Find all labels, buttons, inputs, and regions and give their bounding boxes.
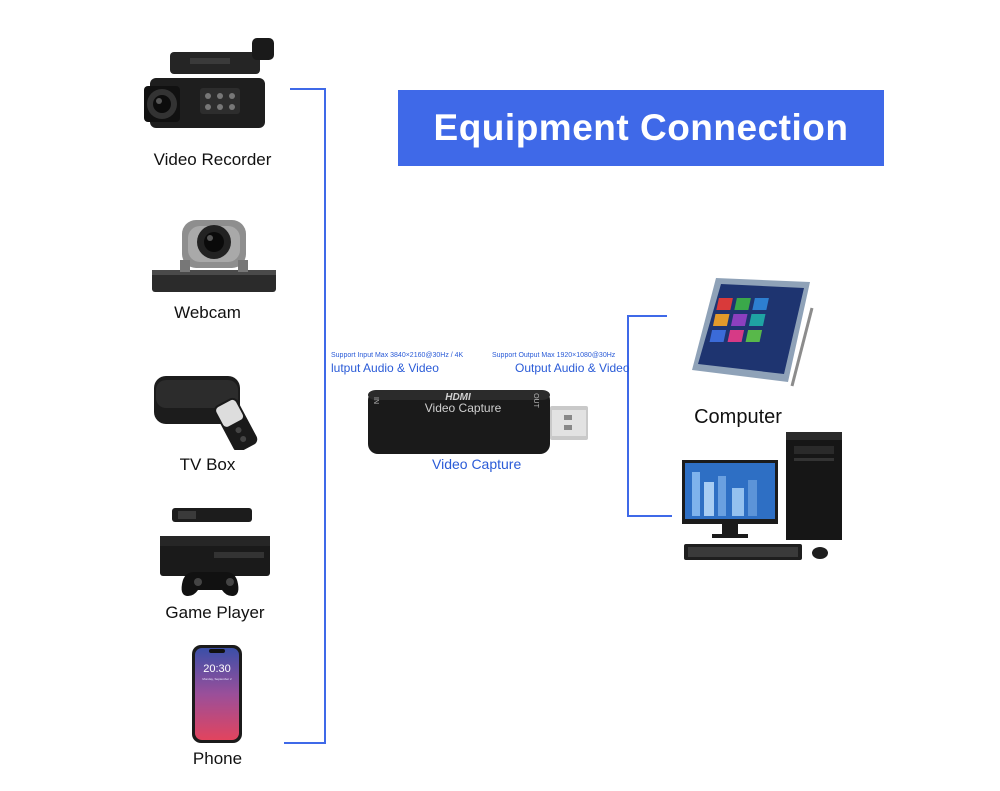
tv-box-icon <box>152 370 278 452</box>
source-label-webcam: Webcam <box>174 303 241 322</box>
source-label-video-recorder: Video Recorder <box>153 150 272 169</box>
input-bracket-vertical <box>324 88 326 744</box>
device-side-in: IN <box>372 397 379 404</box>
device-side-out: OUT <box>531 393 539 408</box>
device-text: Video Capture <box>424 401 502 415</box>
output-bracket-bottom <box>627 515 672 517</box>
output-bracket-vertical <box>627 315 629 517</box>
computer-icon <box>682 432 848 564</box>
webcam-icon <box>150 212 280 296</box>
capture-caption: Video Capture <box>432 456 522 472</box>
video-recorder-icon <box>140 38 280 138</box>
output-bracket-top <box>627 315 667 317</box>
title-banner: Equipment Connection <box>398 90 884 166</box>
phone-icon: 20:30 Monday, September 2 <box>192 645 242 743</box>
game-console-icon <box>158 506 274 602</box>
output-spec: Support Output Max 1920×1080@30Hz <box>492 352 616 359</box>
phone-time: 20:30 <box>203 663 231 675</box>
device-brand: HDMI <box>445 392 471 403</box>
source-label-game-player: Game Player <box>165 603 265 622</box>
source-label-phone: Phone <box>192 749 243 768</box>
tablet-icon <box>688 274 818 396</box>
page-title: Equipment Connection <box>433 107 849 148</box>
target-label-computer: Computer <box>694 406 782 428</box>
video-capture-device: HDMI Video Capture IN OUT <box>368 388 590 456</box>
phone-date: Monday, September 2 <box>202 677 232 681</box>
input-bracket-bottom <box>284 742 326 744</box>
source-label-tv-box: TV Box <box>179 455 236 474</box>
input-spec: Support Input Max 3840×2160@30Hz / 4K <box>331 352 464 359</box>
input-label: lutput Audio & Video <box>331 361 439 375</box>
input-bracket-top <box>290 88 326 90</box>
output-label: Output Audio & Video <box>515 361 630 375</box>
